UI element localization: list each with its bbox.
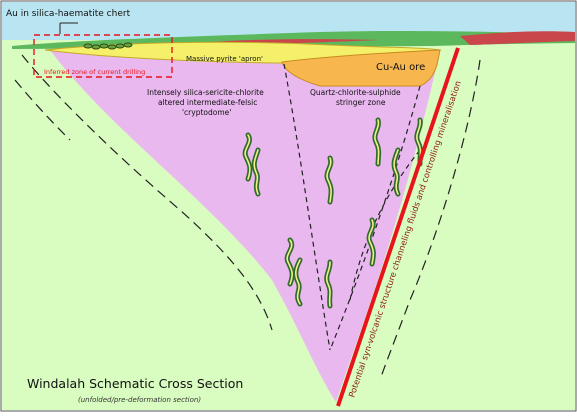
outer-dashed-left bbox=[21, 54, 273, 331]
inner-dashed-line bbox=[349, 149, 421, 301]
chert-pebbles bbox=[83, 42, 133, 50]
vein-core bbox=[253, 149, 259, 195]
fault-line bbox=[336, 47, 460, 407]
vein-core bbox=[244, 134, 251, 180]
cryptodome-label-3: 'cryptodome' bbox=[182, 108, 231, 117]
stringer-zone-left-boundary bbox=[283, 63, 331, 351]
cryptodome-label-2: altered intermediate-felsic bbox=[158, 98, 257, 107]
vein-core bbox=[294, 259, 301, 305]
vein-core bbox=[286, 239, 293, 285]
cryptodome-body bbox=[50, 50, 440, 402]
vein-core bbox=[393, 149, 399, 195]
pyrite-label: Massive pyrite 'apron' bbox=[186, 55, 263, 63]
chert-label: Au in silica-haematite chert bbox=[6, 9, 131, 19]
vein-core bbox=[325, 261, 331, 307]
drilling-label: Inferred zone of current drilling bbox=[44, 68, 145, 76]
ore-label: Cu-Au ore bbox=[376, 62, 425, 73]
diagram-subtitle: (unfolded/pre-deformation section) bbox=[78, 396, 201, 404]
vein-core bbox=[374, 119, 380, 165]
vein-group bbox=[242, 117, 423, 309]
stringer-label-1: Quartz-chlorite-sulphide bbox=[310, 88, 401, 97]
outer-dashed-left-2 bbox=[14, 79, 71, 141]
stringer-zone-right-boundary bbox=[329, 85, 421, 351]
cryptodome-label-1: Intensely silica-sericite-chlorite bbox=[147, 88, 264, 97]
diagram-title: Windalah Schematic Cross Section bbox=[27, 376, 243, 391]
vein-core bbox=[368, 219, 375, 265]
outer-dashed-right bbox=[379, 59, 481, 381]
vein-core bbox=[326, 157, 332, 203]
stringer-label-2: stringer zone bbox=[336, 98, 386, 107]
cu-au-ore-body bbox=[281, 49, 441, 87]
red-cap-layer bbox=[460, 31, 575, 45]
